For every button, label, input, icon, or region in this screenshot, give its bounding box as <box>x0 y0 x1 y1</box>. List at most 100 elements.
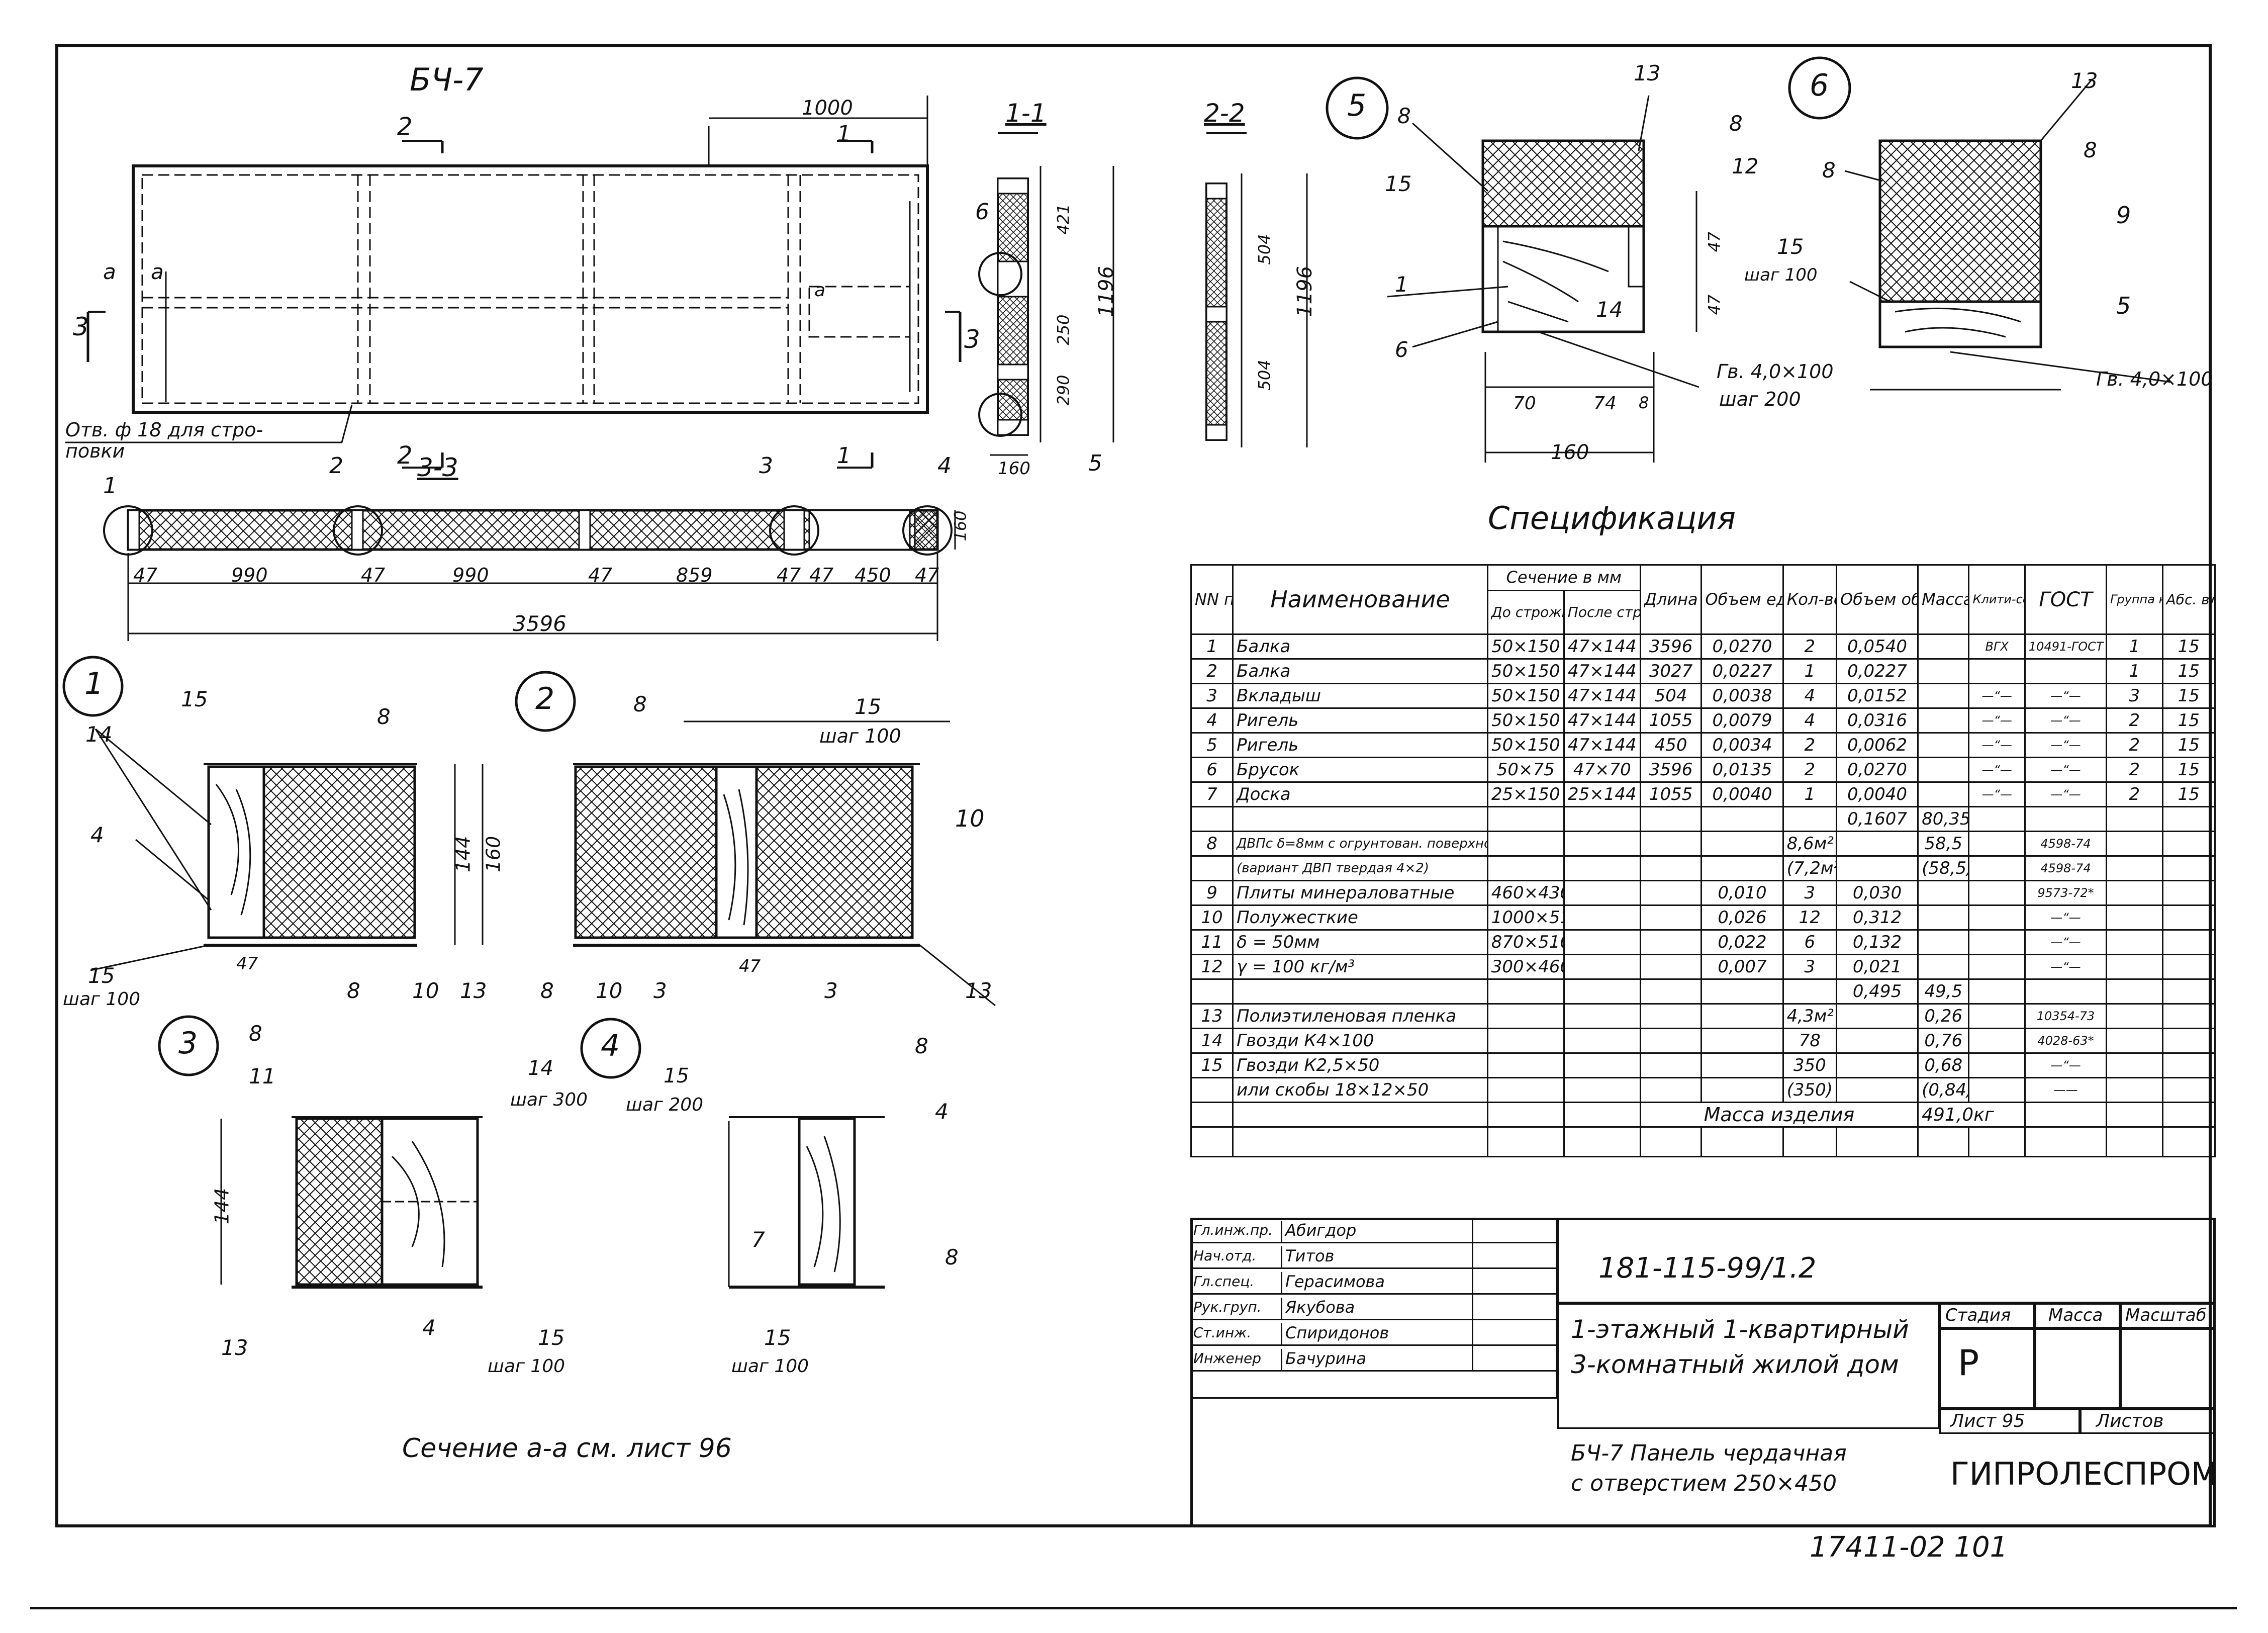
d5-item-8b: 8 <box>1729 111 1743 136</box>
spec-cell-q: 1 <box>1782 658 1837 684</box>
spec-cell-g: —“— <box>2024 929 2108 955</box>
spec-cell-gr <box>2106 880 2163 906</box>
spec-cell-vt: 0,0540 <box>1835 633 1919 660</box>
spec-cell-after <box>1563 1052 1641 1078</box>
strip-callout-4: 4 <box>937 453 952 479</box>
d5-item-12: 12 <box>1732 154 1759 178</box>
s11-callout-5: 5 <box>1088 450 1102 476</box>
d6-item-8: 8 <box>1822 158 1836 183</box>
spec-cell-n: 15 <box>1190 1052 1234 1078</box>
d3-dim-144: 144 <box>211 1188 233 1225</box>
spec-cell-gr <box>2106 806 2163 832</box>
specification-table: NN поз. Наименование Сечение в мм Длина … <box>1190 564 2216 1157</box>
spec-cell-w <box>1968 904 2026 931</box>
spec-row: или скобы 18×12×50(350)(0,84)—— <box>1190 1077 2216 1103</box>
spec-cell-gr: 1 <box>2106 633 2163 660</box>
spec-cell-gr <box>2106 978 2163 1005</box>
spec-cell-n: 8 <box>1190 831 1234 857</box>
spec-cell-q: 1 <box>1782 781 1837 807</box>
spec-cell-vu: 0,0270 <box>1700 633 1784 660</box>
spec-cell-gr <box>2106 929 2163 955</box>
spec-cell-len: 450 <box>1639 732 1703 758</box>
s22-dim-504-b: 504 <box>1255 359 1274 391</box>
d3-item-14: 14 <box>528 1057 553 1080</box>
spec-cell-q: 3 <box>1782 880 1837 906</box>
spec-cell-vu: 0,026 <box>1700 904 1784 931</box>
spec-cell-n: 7 <box>1190 781 1234 807</box>
mass-hdr-cell <box>2035 1303 2120 1328</box>
spec-cell-n: 6 <box>1190 757 1234 783</box>
spec-cell-vu: 0,007 <box>1700 954 1784 980</box>
d3-step-300: шаг 300 <box>510 1090 588 1110</box>
spec-cell-h <box>2161 929 2216 955</box>
d1-item-14: 14 <box>85 722 113 747</box>
spec-cell-before <box>1486 831 1565 857</box>
spec-cell-after: 47×144 <box>1563 633 1641 660</box>
spec-cell-n: 14 <box>1190 1028 1234 1054</box>
spec-cell-m: 0,26 <box>1917 1003 1970 1029</box>
sig-role: Гл.инж.пр. <box>1193 1222 1273 1238</box>
dim-3596: 3596 <box>513 611 566 636</box>
spec-cell-name: Гвозди К4×100 <box>1232 1028 1488 1054</box>
strip-callout-3: 3 <box>759 453 773 479</box>
d6-item-8b: 8 <box>2084 138 2097 162</box>
spec-cell-gr <box>2106 904 2163 931</box>
spec-cell-q: (350) <box>1782 1077 1837 1103</box>
spec-cell-q: 350 <box>1782 1052 1837 1078</box>
spec-cell-g: —— <box>2024 1077 2108 1103</box>
spec-cell-w <box>1968 831 2026 857</box>
spec-cell-before: 300×460 <box>1486 954 1565 980</box>
spec-cell-w <box>1968 1077 2026 1103</box>
sig-signature <box>1472 1218 1559 1242</box>
d6-step-100: шаг 100 <box>1744 265 1818 285</box>
d5-dim-47b: 47 <box>1705 294 1724 315</box>
spec-cell-name: (вариант ДВП твердая 4×2) <box>1232 855 1488 881</box>
spec-cell-n: 4 <box>1190 707 1234 734</box>
callout-4: 4 <box>601 1028 620 1063</box>
spec-cell-m: 49,5 <box>1917 978 1970 1005</box>
spec-mass-row: Масса изделия 491,0кг <box>1190 1102 2216 1128</box>
spec-cell-n <box>1190 855 1234 881</box>
stage-value: Р <box>1958 1342 1979 1384</box>
section-mark-3-right: 3 <box>964 325 980 354</box>
detail-5 <box>1326 76 1699 463</box>
spec-cell-after <box>1563 855 1641 881</box>
spec-cell-len <box>1639 831 1703 857</box>
spec-cell-vu <box>1700 1077 1784 1103</box>
sheet-cell <box>1939 1409 2080 1434</box>
spec-cell-h <box>2161 1052 2216 1078</box>
d3-item-4: 4 <box>422 1315 436 1340</box>
d1-item-15b: 15 <box>88 963 115 988</box>
callout-2: 2 <box>535 681 555 716</box>
spec-header: NN поз. Наименование Сечение в мм Длина … <box>1190 564 2216 635</box>
spec-cell-m <box>1917 929 1970 955</box>
section-1-1 <box>978 132 1114 456</box>
d5-dim-70: 70 <box>1513 393 1536 414</box>
project-cell <box>1557 1303 1939 1429</box>
section-mark-a-hole: а <box>814 280 826 301</box>
spec-cell-vt: 0,030 <box>1835 880 1919 906</box>
section-2-2 <box>1205 132 1308 447</box>
spec-cell-name: Балка <box>1232 633 1488 660</box>
spec-cell-gr <box>2106 855 2163 881</box>
sig-name: Якубова <box>1281 1298 1355 1319</box>
section-title-2-2: 2-2 <box>1204 99 1245 128</box>
dim-47-f: 47 <box>915 564 939 586</box>
sig-role: Инженер <box>1193 1350 1262 1367</box>
spec-cell-vt: 0,0040 <box>1835 781 1919 807</box>
spec-cell-n: 1 <box>1190 633 1234 660</box>
section-mark-a-right: а <box>151 259 164 284</box>
spec-cell-before <box>1486 1077 1565 1103</box>
d5-item-14: 14 <box>1596 297 1623 322</box>
spec-cell-vt: 0,132 <box>1835 929 1919 955</box>
detail-1 <box>62 656 484 971</box>
s11-dim-421: 421 <box>1054 204 1073 235</box>
callout-1: 1 <box>84 666 104 701</box>
dim-47-a: 47 <box>133 564 158 586</box>
spec-cell-m: 58,5 <box>1917 831 1970 857</box>
